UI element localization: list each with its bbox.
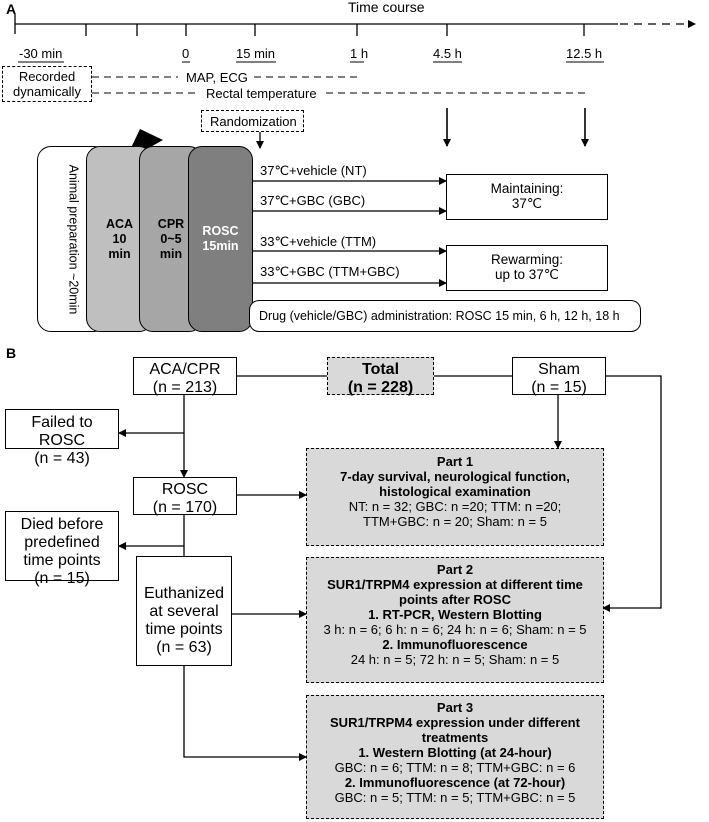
total-box: Total (n = 228) [327, 357, 434, 396]
randomization-box: Randomization [201, 110, 304, 132]
part2-box: Part 2 SUR1/TRPM4 expression at differen… [306, 557, 604, 683]
rosc-box: ROSC (n = 170) [133, 477, 237, 516]
tick-label: 0 [182, 46, 190, 61]
panel-label-a: A [6, 1, 17, 17]
tick-label: 1 h [350, 46, 369, 61]
part3-box: Part 3 SUR1/TRPM4 expression under diffe… [306, 695, 604, 819]
panel-label-b: B [6, 345, 17, 361]
died-box: Died before predefined time points (n = … [5, 511, 119, 587]
tick-label: 4.5 h [433, 46, 462, 61]
group-nt: 37℃+vehicle (NT) [260, 163, 367, 178]
sham-box: Sham (n = 15) [512, 357, 606, 396]
maintaining-box: Maintaining: 37℃ [446, 174, 608, 220]
rectal-temp-label: Rectal temperature [206, 86, 317, 101]
failed-rosc-box: Failed to ROSC (n = 43) [5, 409, 119, 467]
group-ttm: 33℃+vehicle (TTM) [260, 234, 377, 249]
euthanized-box: Euthanized at several time points (n = 6… [136, 556, 232, 666]
part1-box: Part 1 7-day survival, neurological func… [306, 448, 604, 546]
group-gbc: 37℃+GBC (GBC) [260, 193, 366, 208]
group-ttm-gbc: 33℃+GBC (TTM+GBC) [260, 264, 400, 279]
tick-label: -30 min [19, 46, 63, 61]
timeline-ticks [14, 14, 585, 36]
tick-label: 15 min [236, 46, 276, 61]
aca-cpr-box: ACA/CPR (n = 213) [133, 357, 237, 396]
rosc-column: ROSC 15min [188, 146, 253, 332]
map-ecg-label: MAP, ECG [186, 70, 248, 85]
drug-admin-box: Drug (vehicle/GBC) administration: ROSC … [249, 300, 641, 332]
time-course-title: Time course [348, 0, 425, 15]
tick-label: 12.5 h [566, 46, 603, 61]
rewarming-box: Rewarming: up to 37℃ [446, 245, 608, 291]
recorded-box: Recorded dynamically [2, 66, 92, 102]
